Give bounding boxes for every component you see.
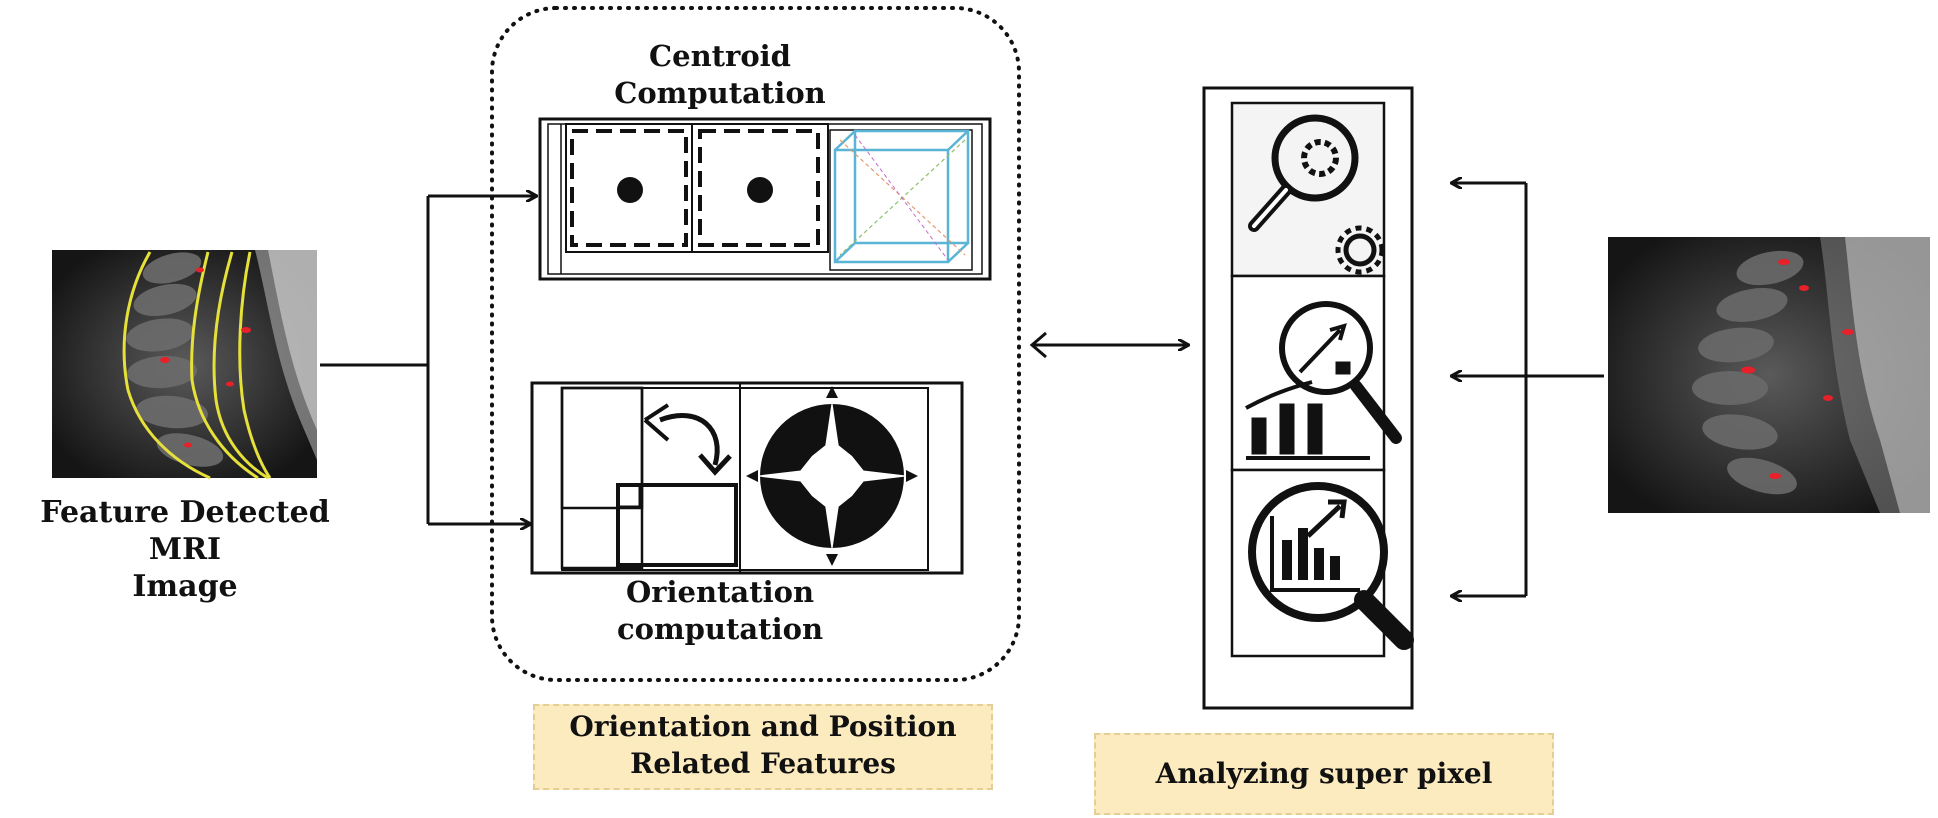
magnifier-growth-icon — [1245, 301, 1402, 460]
left-caption-line1: Feature Detected MRI — [40, 495, 330, 567]
dot-square-icon — [691, 123, 829, 253]
superpixel-mri-image — [1608, 237, 1930, 513]
super-pixel-panel — [1202, 86, 1414, 710]
left-connector-lines — [320, 196, 536, 524]
left-image-caption: Feature Detected MRI Image — [0, 494, 370, 605]
orientation-caption-line2: computation — [616, 612, 824, 646]
dot-square-icon — [565, 123, 693, 253]
feature-group-dotted-container — [490, 6, 1021, 682]
orientation-panel — [530, 381, 964, 575]
centroid-panel — [538, 117, 992, 281]
centroid-caption-line1: Centroid — [649, 39, 791, 73]
superpixel-label-text: Analyzing super pixel — [1155, 757, 1493, 790]
features-label-box: Orientation and Position Related Feature… — [533, 704, 993, 790]
centroid-caption: Centroid Computation — [580, 38, 860, 112]
rotate-arrow-icon — [560, 386, 738, 570]
orientation-caption-line1: Orientation — [625, 575, 815, 609]
features-label-line1: Orientation and Position — [569, 710, 957, 743]
orientation-caption: Orientation computation — [580, 574, 860, 648]
features-label-line2: Related Features — [630, 747, 896, 780]
cube-icon — [829, 129, 973, 271]
magnifier-chart-icon — [1248, 482, 1414, 650]
magnifier-gear-icon — [1248, 114, 1385, 275]
right-connector-lines — [1452, 183, 1604, 596]
superpixel-label-box: Analyzing super pixel — [1094, 733, 1554, 815]
feature-detected-mri-image — [52, 250, 317, 480]
centroid-caption-line2: Computation — [614, 76, 826, 110]
left-caption-line2: Image — [132, 569, 238, 604]
compass-icon — [746, 386, 918, 566]
